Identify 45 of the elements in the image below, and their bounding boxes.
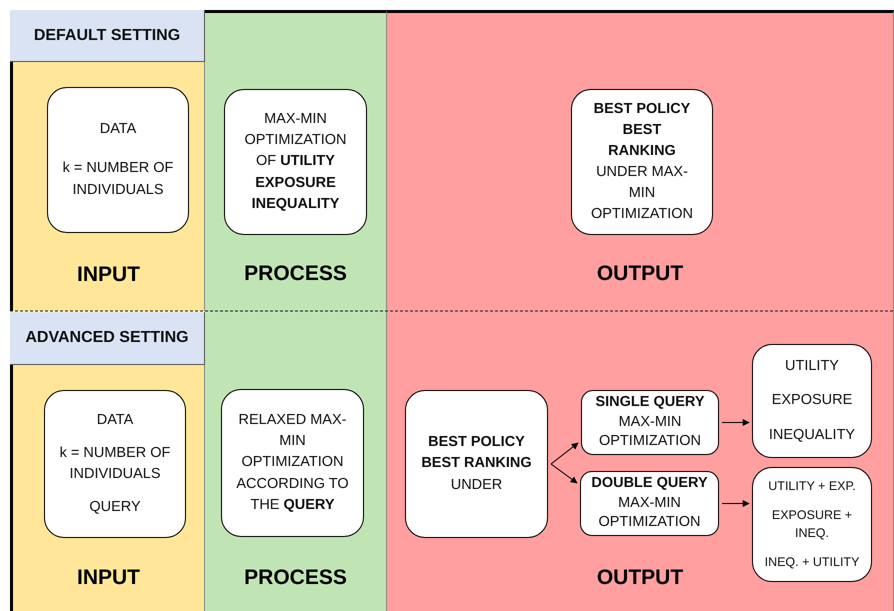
box-text: INEQ. + UTILITY xyxy=(764,554,860,572)
box-text: MAX-MIN OPTIMIZATION OF UTILITY EXPOSURE INEQUALITY xyxy=(243,110,348,214)
setting-header: DEFAULT SETTING xyxy=(10,10,205,62)
column-title: OUTPUT xyxy=(596,262,684,286)
box-text: QUERY xyxy=(89,498,141,518)
box-text: UTILITY xyxy=(785,356,839,376)
column-title: INPUT xyxy=(76,566,141,590)
arrow xyxy=(722,500,750,507)
box-text: INEQUALITY xyxy=(768,426,856,446)
box-text: SINGLE QUERY MAX-MIN OPTIMIZATION xyxy=(594,393,706,452)
rounded-box xyxy=(44,390,186,538)
column-panel xyxy=(205,10,387,311)
column-panel xyxy=(387,311,894,611)
column-panel xyxy=(10,62,205,311)
rounded-box xyxy=(405,390,548,538)
arrow xyxy=(550,442,579,464)
column-title: OUTPUT xyxy=(596,566,684,590)
box-text: BEST POLICY BEST RANKING UNDER xyxy=(420,433,533,494)
rounded-box xyxy=(571,89,713,235)
column-title: INPUT xyxy=(76,263,141,287)
box-text: EXPOSURE + INEQ. xyxy=(770,507,854,542)
box-text: DOUBLE QUERY MAX-MIN OPTIMIZATION xyxy=(590,474,709,532)
column-title: PROCESS xyxy=(243,262,348,286)
box-text: DATA xyxy=(96,410,134,430)
rounded-box xyxy=(752,344,872,458)
setting-header: ADVANCED SETTING xyxy=(10,312,205,365)
column-panel xyxy=(387,10,894,311)
column-panel xyxy=(205,311,387,611)
rounded-box xyxy=(752,467,872,582)
rounded-box xyxy=(580,471,719,536)
arrow xyxy=(722,419,750,426)
arrow xyxy=(550,464,578,484)
box-text: EXPOSURE xyxy=(772,391,852,410)
box-text: DATA xyxy=(100,120,136,140)
rounded-box xyxy=(221,389,364,537)
box-text: k = NUMBER OF INDIVIDUALS xyxy=(62,159,174,200)
rounded-box xyxy=(47,87,189,233)
column-panel xyxy=(10,365,205,611)
rounded-box xyxy=(224,89,367,235)
box-text: k = NUMBER OF INDIVIDUALS xyxy=(58,444,172,484)
column-title: PROCESS xyxy=(243,566,348,590)
box-text: BEST POLICY BEST RANKING UNDER MAX-MIN OPTIMIZATION xyxy=(590,100,694,224)
box-text: UTILITY + EXP. xyxy=(768,478,856,496)
rounded-box xyxy=(581,390,719,455)
box-text: RELAXED MAX-MIN OPTIMIZATION ACCORDING TO THE QUERY xyxy=(236,411,349,515)
